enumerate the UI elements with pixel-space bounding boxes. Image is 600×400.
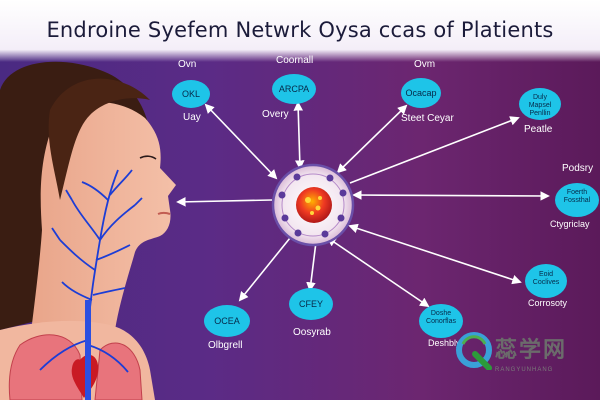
node-ocea-bottom-label: Olbgrell [208, 340, 243, 351]
node-arcpa-top-label: Coornall [276, 55, 314, 66]
node-ocacap-bottom-label: Steet Ceyar [401, 113, 454, 124]
watermark-q-icon [456, 332, 492, 370]
watermark-subtext: RANGYUNHANG [495, 367, 554, 373]
node-arcpa-bottom-label: Overy [262, 109, 289, 120]
node-ovl-bottom-label: Uay [183, 112, 201, 123]
node-dyly-bottom-label: Peatle [524, 124, 553, 135]
node-foerth-top-label: Podsry [562, 163, 594, 174]
node-ocacap-inner: Ocacap [405, 88, 437, 98]
node-ocea-inner: OCEA [214, 316, 240, 326]
diagram-title: Endroine Syefem Netwrk Oysa ccas of Plat… [46, 18, 554, 42]
node-shapes [172, 74, 599, 338]
watermark-text: 蕊学网 [495, 337, 568, 362]
node-cfey-bottom-label: Oosyrab [293, 327, 331, 338]
connection-arrows [176, 101, 550, 308]
human-figure [0, 61, 176, 400]
node-dyly-inner: Duly Mapsel Penllin [528, 94, 552, 117]
title-banner [0, 0, 600, 62]
watermark-logo: 蕊学网 RANGYUNHANG [455, 330, 580, 382]
node-doshe-bottom-label: Deshbly [428, 338, 461, 348]
node-doshe-inner: Doshe Conorflas [426, 310, 456, 325]
node-eoid-bottom-label: Corrosoty [528, 298, 568, 308]
node-ovl-top-label: Ovn [178, 59, 197, 70]
node-cfey-inner: CFEY [298, 299, 323, 309]
central-cell [271, 163, 355, 247]
node-ovl-inner: OKL [181, 89, 200, 99]
node-ocacap-top-label: Ovm [414, 59, 436, 70]
node-eoid-inner: Eoid Coclives [532, 271, 560, 286]
node-foerth-inner: Foerth Fossthal [563, 189, 591, 204]
node-foerth-bottom-label: Ctygriclay [550, 219, 590, 229]
node-arcpa-inner: ARCPA [278, 84, 310, 94]
